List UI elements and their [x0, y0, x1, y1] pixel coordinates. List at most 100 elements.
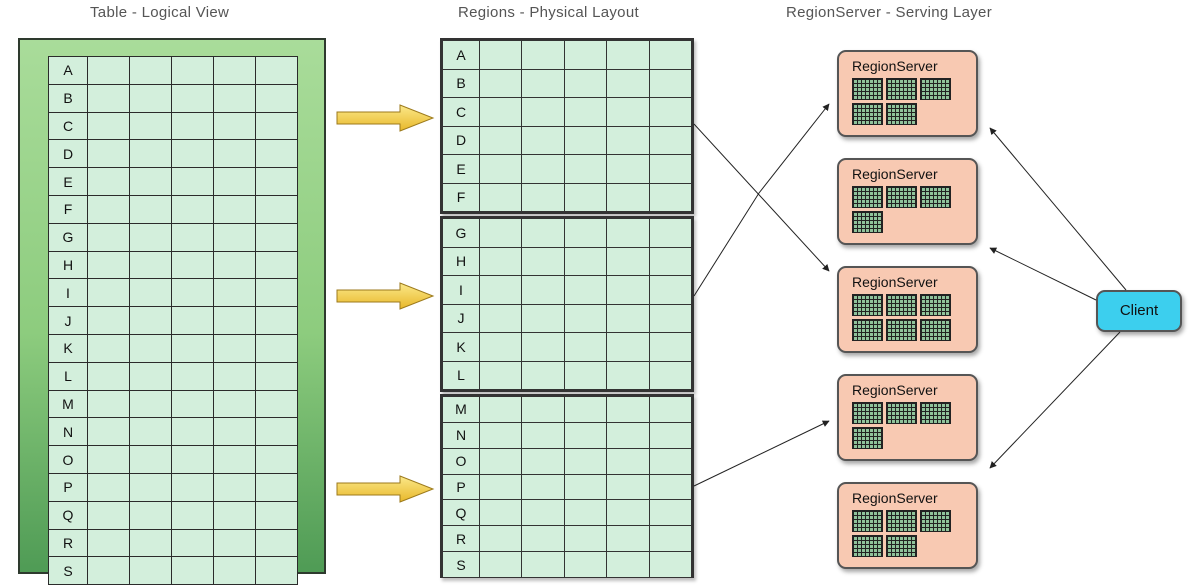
data-cell [129, 139, 172, 169]
data-cell [129, 306, 172, 335]
data-cell [478, 97, 523, 127]
data-cell [171, 472, 214, 502]
region-chip [852, 186, 883, 208]
row-key: R [48, 528, 88, 558]
connector-client-to-server5 [989, 331, 1121, 469]
data-cell [606, 97, 650, 127]
data-cell [648, 447, 693, 475]
logical-row: I [48, 278, 298, 308]
row-key: I [48, 278, 88, 308]
row-key: Q [48, 500, 88, 530]
data-cell [648, 275, 693, 305]
data-cell [606, 360, 650, 390]
row-key: L [48, 361, 88, 391]
region-chip [852, 510, 883, 532]
region-chip [920, 319, 951, 341]
connector-region2-to-server1 [693, 103, 830, 297]
connector-region1-to-server3 [693, 123, 830, 272]
region-server-label: RegionServer [852, 58, 938, 74]
region-row: C [442, 97, 693, 127]
data-cell [563, 396, 608, 423]
data-cell [648, 125, 693, 155]
hosted-regions [852, 294, 962, 344]
data-cell [606, 447, 650, 475]
data-cell [171, 111, 214, 141]
data-cell [478, 447, 523, 475]
data-cell [521, 447, 565, 475]
row-key: C [48, 111, 88, 141]
row-key: B [48, 83, 88, 113]
data-cell [87, 389, 130, 419]
data-cell [648, 421, 693, 449]
row-key: S [442, 551, 480, 578]
data-cell [606, 275, 650, 305]
data-cell [606, 525, 650, 553]
data-cell [478, 68, 523, 98]
data-cell [521, 332, 565, 362]
data-cell [87, 306, 130, 335]
yellow-arrow-1 [336, 104, 435, 132]
row-key: E [442, 154, 480, 184]
data-cell [171, 56, 214, 85]
row-key: O [48, 445, 88, 474]
data-cell [213, 472, 256, 502]
region-chip [852, 103, 883, 125]
data-cell [648, 332, 693, 362]
data-cell [521, 218, 565, 248]
region-server-2: RegionServer [837, 158, 978, 245]
data-cell [606, 499, 650, 527]
data-cell [87, 250, 130, 280]
row-key: G [48, 222, 88, 252]
data-cell [87, 417, 130, 447]
region-row: A [442, 40, 693, 70]
data-cell [213, 361, 256, 391]
yellow-arrow-3 [336, 475, 435, 503]
data-cell [521, 303, 565, 333]
region-chip [852, 427, 883, 449]
data-cell [521, 473, 565, 501]
data-cell [563, 303, 608, 333]
region-row: J [442, 303, 693, 333]
data-cell [478, 525, 523, 553]
region-chip [920, 402, 951, 424]
data-cell [213, 167, 256, 196]
data-cell [129, 472, 172, 502]
region-server-1: RegionServer [837, 50, 978, 137]
data-cell [648, 360, 693, 390]
data-cell [563, 421, 608, 449]
data-cell [213, 278, 256, 308]
data-cell [563, 275, 608, 305]
region-chip [886, 294, 917, 316]
data-cell [171, 83, 214, 113]
logical-row: A [48, 56, 298, 85]
region-row: Q [442, 499, 693, 527]
row-key: P [442, 473, 480, 501]
data-cell [521, 525, 565, 553]
row-key: L [442, 360, 480, 390]
data-cell [171, 194, 214, 224]
data-cell [648, 246, 693, 276]
data-cell [563, 551, 608, 578]
data-cell [129, 111, 172, 141]
region-chip [886, 535, 917, 557]
row-key: M [48, 389, 88, 419]
data-cell [648, 182, 693, 212]
region-server-label: RegionServer [852, 166, 938, 182]
data-cell [213, 417, 256, 447]
data-cell [87, 333, 130, 363]
data-cell [129, 250, 172, 280]
data-cell [129, 500, 172, 530]
region-row: S [442, 551, 693, 578]
logical-row: R [48, 528, 298, 558]
data-cell [648, 154, 693, 184]
region-chip [852, 211, 883, 233]
region-chip [852, 78, 883, 100]
region-server-label: RegionServer [852, 274, 938, 290]
logical-row: H [48, 250, 298, 280]
row-key: D [48, 139, 88, 169]
data-cell [213, 306, 256, 335]
